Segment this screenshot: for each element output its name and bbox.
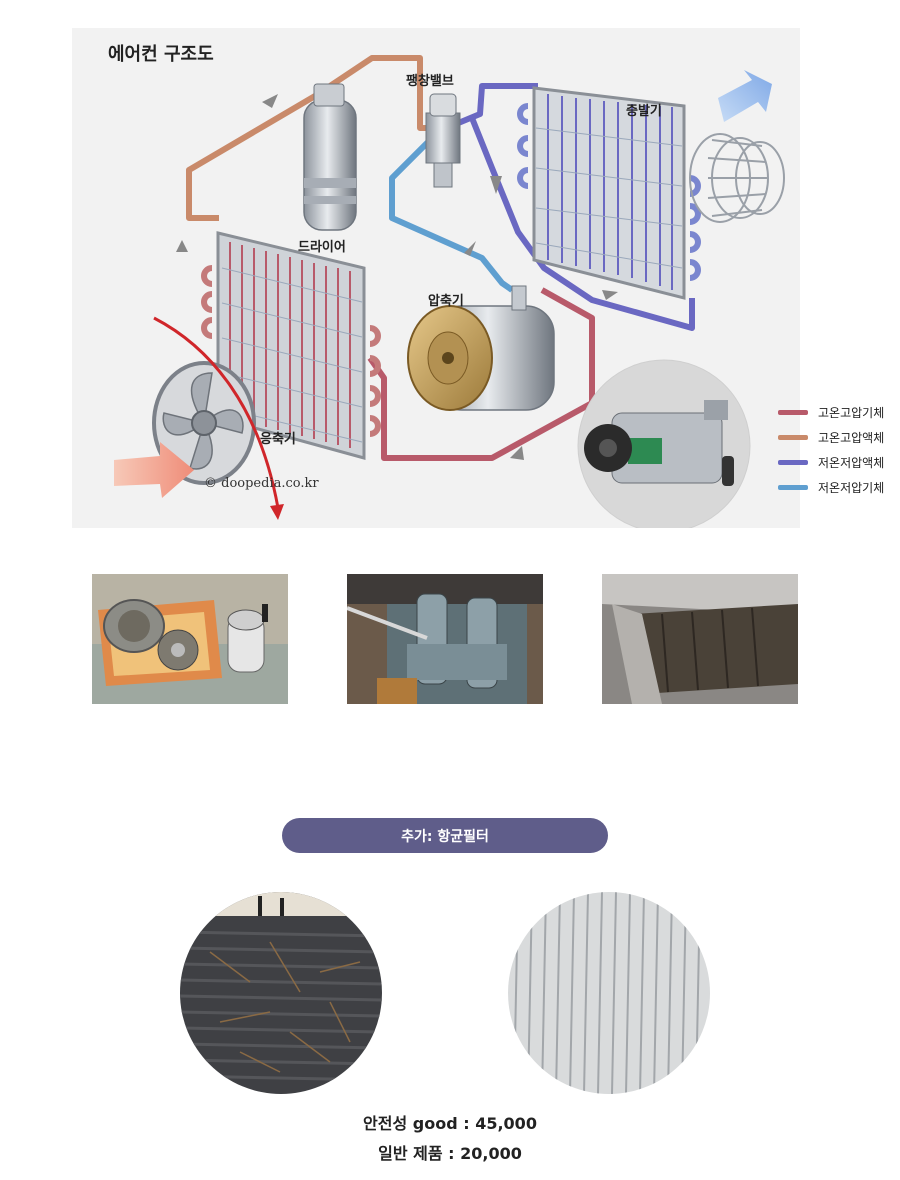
legend-item: 고온고압액체 bbox=[778, 425, 898, 450]
compressor-valve-photo bbox=[347, 574, 543, 704]
legend-item: 저온저압액체 bbox=[778, 450, 898, 475]
blower-unit bbox=[689, 133, 785, 223]
pipe-low-gas bbox=[389, 135, 514, 293]
compressor-inset bbox=[577, 359, 751, 528]
expansion-valve-unit bbox=[425, 93, 461, 188]
condenser-unit bbox=[201, 231, 381, 460]
disassembled-compressor-photo bbox=[92, 574, 288, 704]
dryer-label: 드라이어 bbox=[298, 240, 346, 255]
legend-swatch bbox=[778, 485, 808, 490]
pipe-high-gas bbox=[367, 287, 595, 461]
diagram-illustration bbox=[114, 55, 785, 528]
compressor-unit bbox=[407, 285, 555, 411]
credit-text: © doopedia.co.kr bbox=[204, 476, 319, 491]
legend-swatch bbox=[778, 410, 808, 415]
pipe-legend: 고온고압기체 고온고압액체 저온저압액체 저온저압기체 bbox=[778, 400, 898, 500]
dirty-condenser-photo bbox=[602, 574, 798, 704]
evaporator-unit bbox=[517, 86, 701, 300]
pipe-low-liquid-top bbox=[454, 83, 538, 127]
legend-swatch bbox=[778, 460, 808, 465]
legend-label: 고온고압기체 bbox=[818, 406, 885, 420]
price-premium: 안전성 good : 45,000 bbox=[363, 1114, 537, 1133]
legend-item: 고온고압기체 bbox=[778, 400, 898, 425]
clean-cabin-filter-photo bbox=[508, 892, 710, 1094]
pipe-high-liquid bbox=[186, 55, 440, 221]
pipe-low-liquid bbox=[469, 116, 695, 331]
legend-item: 저온저압기체 bbox=[778, 475, 898, 500]
legend-label: 저온저압기체 bbox=[818, 481, 885, 495]
compressor-label: 압축기 bbox=[428, 294, 464, 309]
price-standard: 일반 제품 : 20,000 bbox=[378, 1144, 522, 1163]
ac-structure-diagram: 에어컨 구조도 팽창밸브 증발기 드라이어 압축기 응축기 © doopedia… bbox=[72, 28, 800, 528]
legend-label: 고온고압액체 bbox=[818, 431, 885, 445]
evaporator-label: 증발기 bbox=[626, 104, 662, 119]
legend-swatch bbox=[778, 435, 808, 440]
dryer-unit bbox=[303, 83, 357, 231]
diagram-title: 에어컨 구조도 bbox=[108, 44, 214, 65]
legend-label: 저온저압액체 bbox=[818, 456, 885, 470]
flow-arrows bbox=[176, 94, 618, 460]
expansion-valve-label: 팽창밸브 bbox=[406, 74, 454, 89]
filter-section-heading: 추가: 항균필터 bbox=[282, 818, 608, 853]
dirty-cabin-filter-photo bbox=[180, 892, 382, 1094]
condenser-label: 응축기 bbox=[260, 432, 296, 447]
condenser-fan bbox=[152, 361, 256, 485]
